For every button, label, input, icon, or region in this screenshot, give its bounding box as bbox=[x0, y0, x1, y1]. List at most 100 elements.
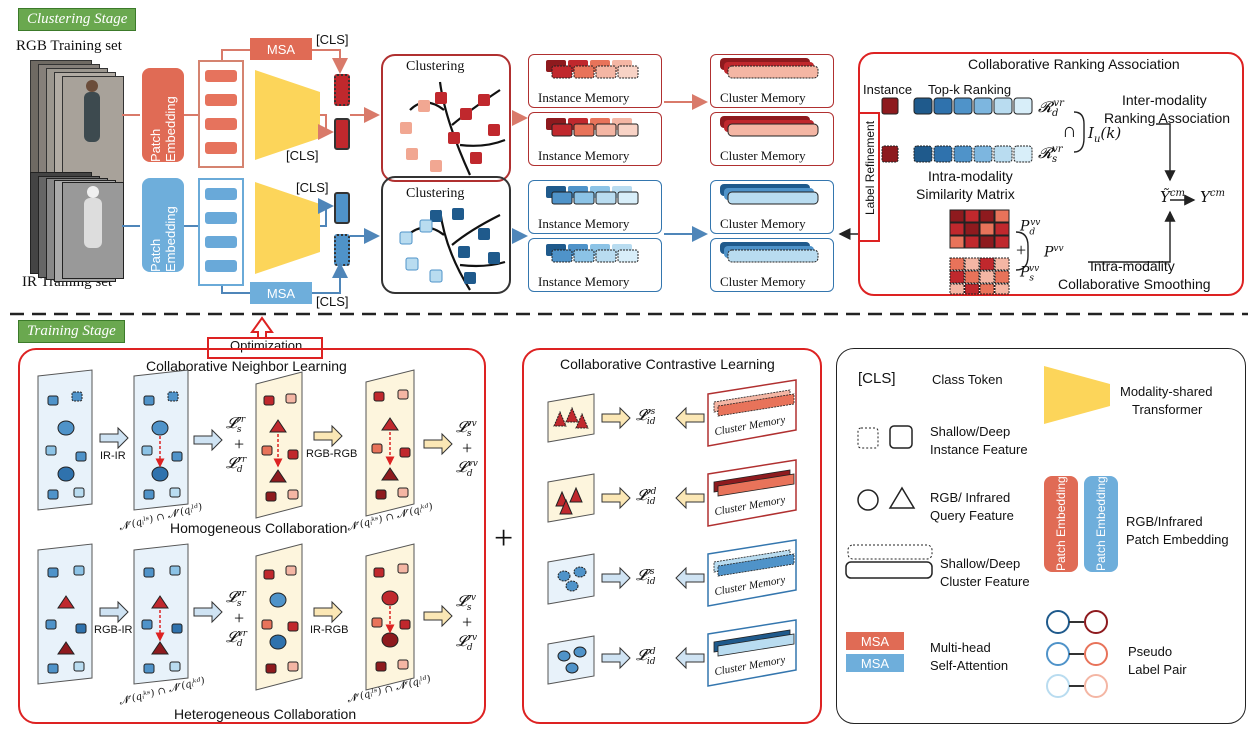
homo-title: Homogeneous Collaboration bbox=[170, 520, 348, 536]
topk-label: Top-k Ranking bbox=[928, 82, 1012, 97]
cluster-memory-caption-4: Cluster Memory bbox=[720, 274, 806, 289]
intra-sim-title-2: Similarity Matrix bbox=[916, 186, 1015, 202]
legend-transformer-2: Transformer bbox=[1132, 402, 1203, 417]
instance-memory-caption-2: Instance Memory bbox=[538, 148, 630, 163]
loss-s-rv: 𝓛srv bbox=[456, 592, 476, 613]
label-refinement-bar bbox=[858, 112, 880, 242]
ccl-loss-1: 𝓛idvs bbox=[636, 406, 656, 427]
legend-instance-2: Instance Feature bbox=[930, 442, 1028, 457]
ir-cluster-memory-shallow bbox=[710, 238, 834, 292]
rgb-training-set-label: RGB Training set bbox=[16, 38, 122, 54]
ir-clustering-label: Clustering bbox=[406, 186, 465, 201]
ccl-title: Collaborative Contrastive Learning bbox=[560, 356, 775, 372]
cls-label-2: [CLS] bbox=[286, 148, 319, 163]
cnl-frame bbox=[18, 348, 486, 724]
r-d-term: 𝓡dvr bbox=[1038, 98, 1064, 119]
legend-pseudo-1: Pseudo bbox=[1128, 644, 1173, 659]
legend-query-1: RGB/ Infrared bbox=[930, 490, 1011, 505]
ccl-loss-2: 𝓛idvd bbox=[636, 486, 657, 507]
loss-s-vv: 𝓛svv bbox=[456, 418, 477, 439]
ir-msa-box: MSA bbox=[250, 282, 312, 304]
ir-instance-memory-deep bbox=[528, 180, 662, 234]
loss-plus-4: + bbox=[462, 612, 473, 632]
ir-ir-label: IR-IR bbox=[100, 450, 126, 462]
rgb-ir-label: RGB-IR bbox=[94, 624, 133, 636]
legend-transformer-1: Modality-shared bbox=[1120, 384, 1213, 399]
legend-cluster-2: Cluster Feature bbox=[940, 574, 1030, 589]
p-s-term: Psvv bbox=[1020, 264, 1040, 284]
rgb-instance-memory-deep bbox=[528, 112, 662, 166]
clustering-stage-tag: Clustering Stage bbox=[18, 8, 137, 31]
i-term: Iu(k) bbox=[1088, 124, 1122, 145]
ir-instance-memory-shallow bbox=[528, 238, 662, 292]
legend-rgb-patch-embedding: Patch Embedding bbox=[1044, 476, 1078, 572]
rgb-deep-cls-token bbox=[334, 118, 350, 150]
rgb-clustering-label: Clustering bbox=[406, 59, 465, 74]
rgb-cluster-memory-shallow bbox=[710, 54, 834, 108]
legend-msa-rgb: MSA bbox=[860, 633, 890, 649]
legend-msa-1: Multi-head bbox=[930, 640, 991, 655]
ir-rgb-label: IR-RGB bbox=[310, 624, 349, 636]
y-term: Ycm bbox=[1200, 188, 1225, 206]
rgb-clustering-box bbox=[381, 54, 511, 182]
cluster-memory-caption-3: Cluster Memory bbox=[720, 216, 806, 231]
ir-deep-cls-token bbox=[334, 192, 350, 224]
training-stage-tag: Training Stage bbox=[18, 320, 125, 343]
instance-memory-caption-4: Instance Memory bbox=[538, 274, 630, 289]
cls-label-3: [CLS] bbox=[296, 180, 329, 195]
intra-smooth-title-2: Collaborative Smoothing bbox=[1058, 276, 1211, 292]
ccl-loss-3: 𝓛idrs bbox=[636, 566, 656, 587]
ccl-loss-4: 𝓛idrd bbox=[636, 646, 656, 667]
legend-msa-2: Self-Attention bbox=[930, 658, 1009, 673]
intersect-symbol: ∩ bbox=[1062, 120, 1077, 142]
loss-s-vr: 𝓛svr bbox=[226, 588, 246, 609]
loss-plus-3: + bbox=[234, 608, 245, 628]
rgb-msa-box: MSA bbox=[250, 38, 312, 60]
instance-memory-caption-3: Instance Memory bbox=[538, 216, 630, 231]
legend-msa-ir: MSA bbox=[860, 655, 890, 671]
legend-cluster-1: Shallow/Deep bbox=[940, 556, 1021, 571]
legend-ir-patch-embedding: Patch Embedding bbox=[1084, 476, 1118, 572]
legend-cls: [CLS] bbox=[858, 370, 896, 387]
p-plus: + bbox=[1016, 240, 1027, 260]
intra-sim-title-1: Intra-modality bbox=[928, 168, 1013, 184]
rgb-cluster-memory-deep bbox=[710, 112, 834, 166]
cnl-title: Collaborative Neighbor Learning bbox=[146, 358, 347, 374]
loss-d-vr: 𝓛dvr bbox=[226, 628, 248, 649]
y-tilde-term: Ỹcm bbox=[1160, 188, 1185, 206]
cluster-memory-caption-1: Cluster Memory bbox=[720, 90, 806, 105]
cls-label-1: [CLS] bbox=[316, 32, 349, 47]
legend-query-2: Query Feature bbox=[930, 508, 1014, 523]
r-s-term: 𝓡svr bbox=[1038, 144, 1063, 165]
p-d-term: Pdvv bbox=[1020, 218, 1041, 238]
rgb-shallow-cls-token bbox=[334, 74, 350, 106]
legend-class-token: Class Token bbox=[932, 372, 1003, 387]
loss-plus-2: + bbox=[462, 438, 473, 458]
inter-modality-title-1: Inter-modality bbox=[1122, 92, 1207, 108]
ir-cluster-memory-deep bbox=[710, 180, 834, 234]
cra-title: Collaborative Ranking Association bbox=[968, 56, 1180, 72]
cls-label-4: [CLS] bbox=[316, 294, 349, 309]
big-plus: + bbox=[494, 520, 514, 557]
loss-plus-1: + bbox=[234, 434, 245, 454]
cluster-memory-caption-2: Cluster Memory bbox=[720, 148, 806, 163]
instance-label: Instance bbox=[863, 82, 913, 97]
loss-d-rv: 𝓛drv bbox=[456, 632, 478, 653]
rgb-rgb-label: RGB-RGB bbox=[306, 448, 358, 460]
legend-patch-2: Patch Embedding bbox=[1126, 532, 1229, 547]
ir-clustering-box bbox=[381, 176, 511, 294]
loss-s-rr: 𝓛srr bbox=[226, 414, 246, 435]
intra-smooth-title-1: Intra-modality bbox=[1090, 258, 1175, 274]
instance-memory-caption-1: Instance Memory bbox=[538, 90, 630, 105]
rgb-instance-memory-shallow bbox=[528, 54, 662, 108]
inter-modality-title-2: Ranking Association bbox=[1104, 110, 1231, 126]
